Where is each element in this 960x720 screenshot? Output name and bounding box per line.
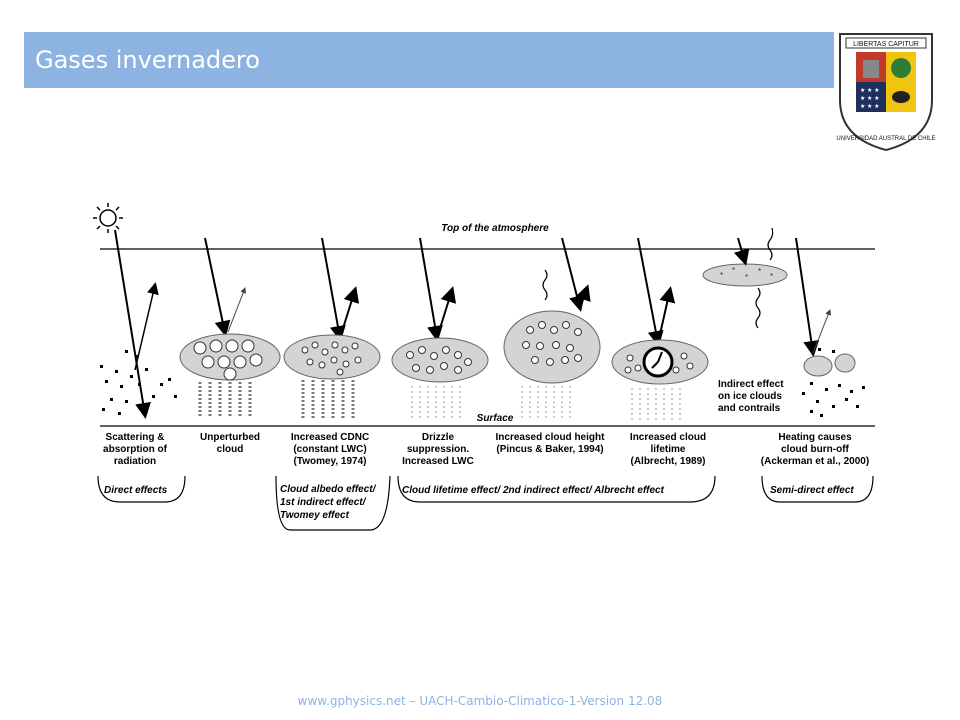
ice-note-line1: Indirect effect [718,379,784,390]
effect-5-line2: lifetime [650,444,685,455]
group-albedo-line1: Cloud albedo effect/ [280,484,377,495]
university-crest: LIBERTAS CAPITUR ★ ★ ★★ ★ ★★ ★ ★ UNIVERS… [836,30,936,152]
effect-4-line2: (Pincus & Baker, 1994) [496,444,603,455]
ice-note-line3: and contrails [718,403,781,414]
crest-ring-text: UNIVERSIDAD AUSTRAL DE CHILE [836,136,935,142]
aerosol-effects-diagram: Top of the atmosphere Surface [90,200,880,540]
group-lifetime: Cloud lifetime effect/ 2nd indirect effe… [402,485,665,496]
effect-3-line3: Increased LWC [402,456,474,467]
ice-cloud-panel: * * * * * Indirect effect on ice clouds and … [702,227,788,414]
crest-motto: LIBERTAS CAPITUR [853,41,919,48]
effect-6-line2: cloud burn-off [781,444,849,455]
effect-3-line2: suppression. [407,444,469,455]
effect-5-line1: Increased cloud [630,432,706,443]
effect-0-line1: Scattering & [106,432,165,443]
svg-text:★ ★ ★: ★ ★ ★ [860,87,879,94]
svg-text:★ ★ ★: ★ ★ ★ [860,95,879,102]
effect-1-line2: cloud [217,444,244,455]
effect-0-line3: radiation [114,456,156,467]
group-albedo-line3: Twomey effect [280,510,350,521]
effect-5-line3: (Albrecht, 1989) [630,456,705,467]
svg-text:*: * [720,271,723,280]
group-semi: Semi-direct effect [770,485,854,496]
effect-6-line3: (Ackerman et al., 2000) [761,456,869,467]
effect-labels: Scattering & absorption of radiation Unp… [103,432,869,467]
effect-3-line1: Drizzle [422,432,455,443]
svg-text:*: * [732,266,735,275]
effect-1-line1: Unperturbed [200,432,260,443]
svg-text:*: * [770,272,773,281]
crest-logo: LIBERTAS CAPITUR ★ ★ ★★ ★ ★★ ★ ★ UNIVERS… [836,33,936,152]
increased-cloud-height-panel [503,237,601,420]
drizzle-suppression-panel [391,237,489,420]
surface-label: Surface [477,413,514,424]
increased-cdnc-panel [283,237,381,418]
ice-note-line2: on ice clouds [718,391,782,402]
unperturbed-cloud-panel [179,237,281,418]
group-direct: Direct effects [104,485,168,496]
group-labels: Direct effects Cloud albedo effect/ 1st … [104,484,854,521]
slide-footer: www.gphysics.net – UACH-Cambio-Climatico… [297,694,663,708]
top-label: Top of the atmosphere [441,223,549,234]
clock-icon [642,346,674,378]
longwave-arrow-icon [542,269,548,301]
effect-2-line3: (Twomey, 1974) [294,456,367,467]
effect-0-line2: absorption of [103,444,168,455]
semi-direct-panel [795,237,865,417]
svg-text:★ ★ ★: ★ ★ ★ [860,103,879,110]
effect-2-line2: (constant LWC) [293,444,366,455]
increased-cloud-lifetime-panel [611,237,709,420]
group-albedo-line2: 1st indirect effect/ [280,497,367,508]
svg-text:*: * [745,273,748,282]
effect-4-line1: Increased cloud height [496,432,606,443]
direct-effects-panel [100,229,177,419]
slide-title: Gases invernadero [35,46,260,74]
effect-2-line1: Increased CDNC [291,432,369,443]
svg-text:*: * [758,267,761,276]
group-brackets [97,475,874,531]
effect-6-line1: Heating causes [778,432,852,443]
sun-icon [93,203,123,233]
title-bar: Gases invernadero [24,32,834,88]
